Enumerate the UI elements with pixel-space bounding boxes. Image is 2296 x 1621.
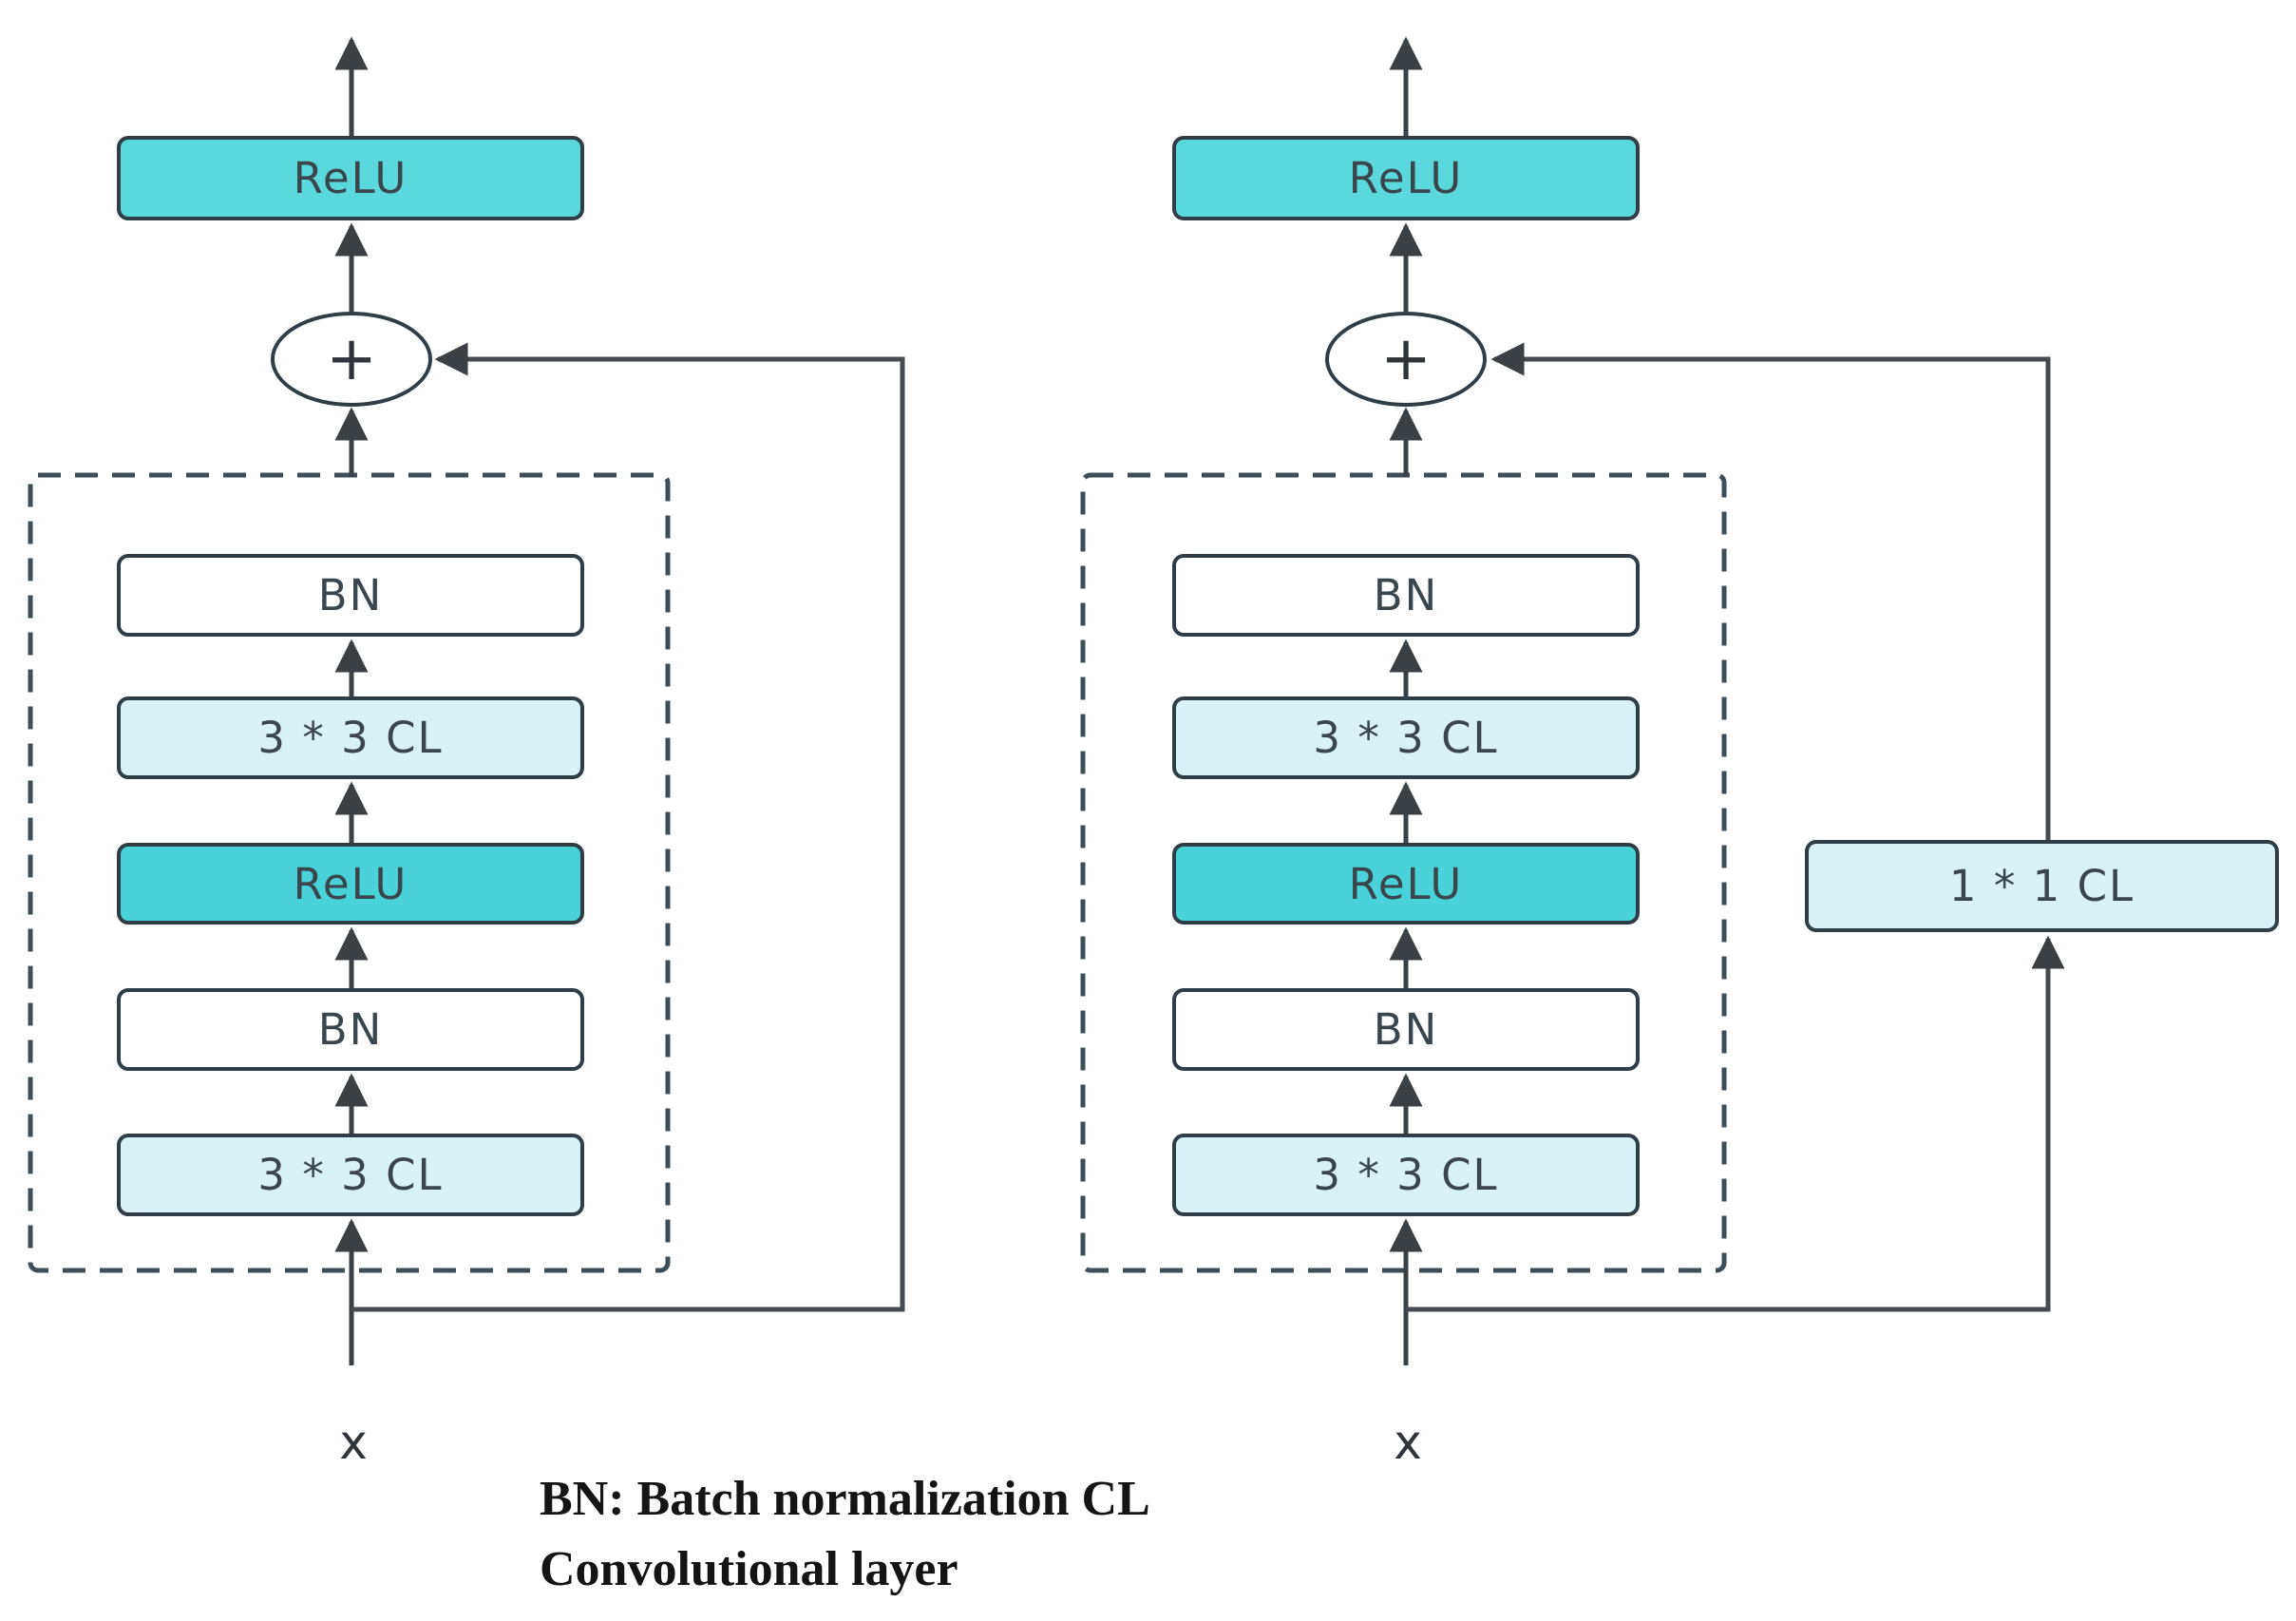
right-bn1-box: BN bbox=[1172, 554, 1640, 637]
left-skip-connection-line bbox=[351, 342, 905, 1312]
right-conv2-box: 3 * 3 CL bbox=[1172, 1134, 1640, 1216]
right-output-relu-box: ReLU bbox=[1172, 136, 1640, 220]
left-add-circle: + bbox=[271, 312, 432, 407]
legend-line-1: BN: Batch normalization CL bbox=[540, 1472, 1150, 1526]
right-inner-relu-box: ReLU bbox=[1172, 843, 1640, 925]
left-output-relu-box: ReLU bbox=[117, 136, 584, 220]
right-skip-to-shortcut-line bbox=[1406, 935, 2065, 1312]
left-conv2-box: 3 * 3 CL bbox=[117, 1134, 584, 1216]
left-bn2-box: BN bbox=[117, 988, 584, 1071]
right-add-circle: + bbox=[1325, 312, 1487, 407]
legend-line-2: Convolutional layer bbox=[540, 1542, 958, 1596]
right-conv1-box: 3 * 3 CL bbox=[1172, 696, 1640, 779]
left-bn1-box: BN bbox=[117, 554, 584, 637]
shortcut-conv-box: 1 * 1 CL bbox=[1805, 840, 2279, 932]
right-shortcut-to-add-line bbox=[1490, 342, 2051, 840]
right-input-label: x bbox=[1394, 1415, 1422, 1470]
right-bn2-box: BN bbox=[1172, 988, 1640, 1071]
left-conv1-box: 3 * 3 CL bbox=[117, 696, 584, 779]
left-input-label: x bbox=[339, 1415, 368, 1470]
left-inner-relu-box: ReLU bbox=[117, 843, 584, 925]
